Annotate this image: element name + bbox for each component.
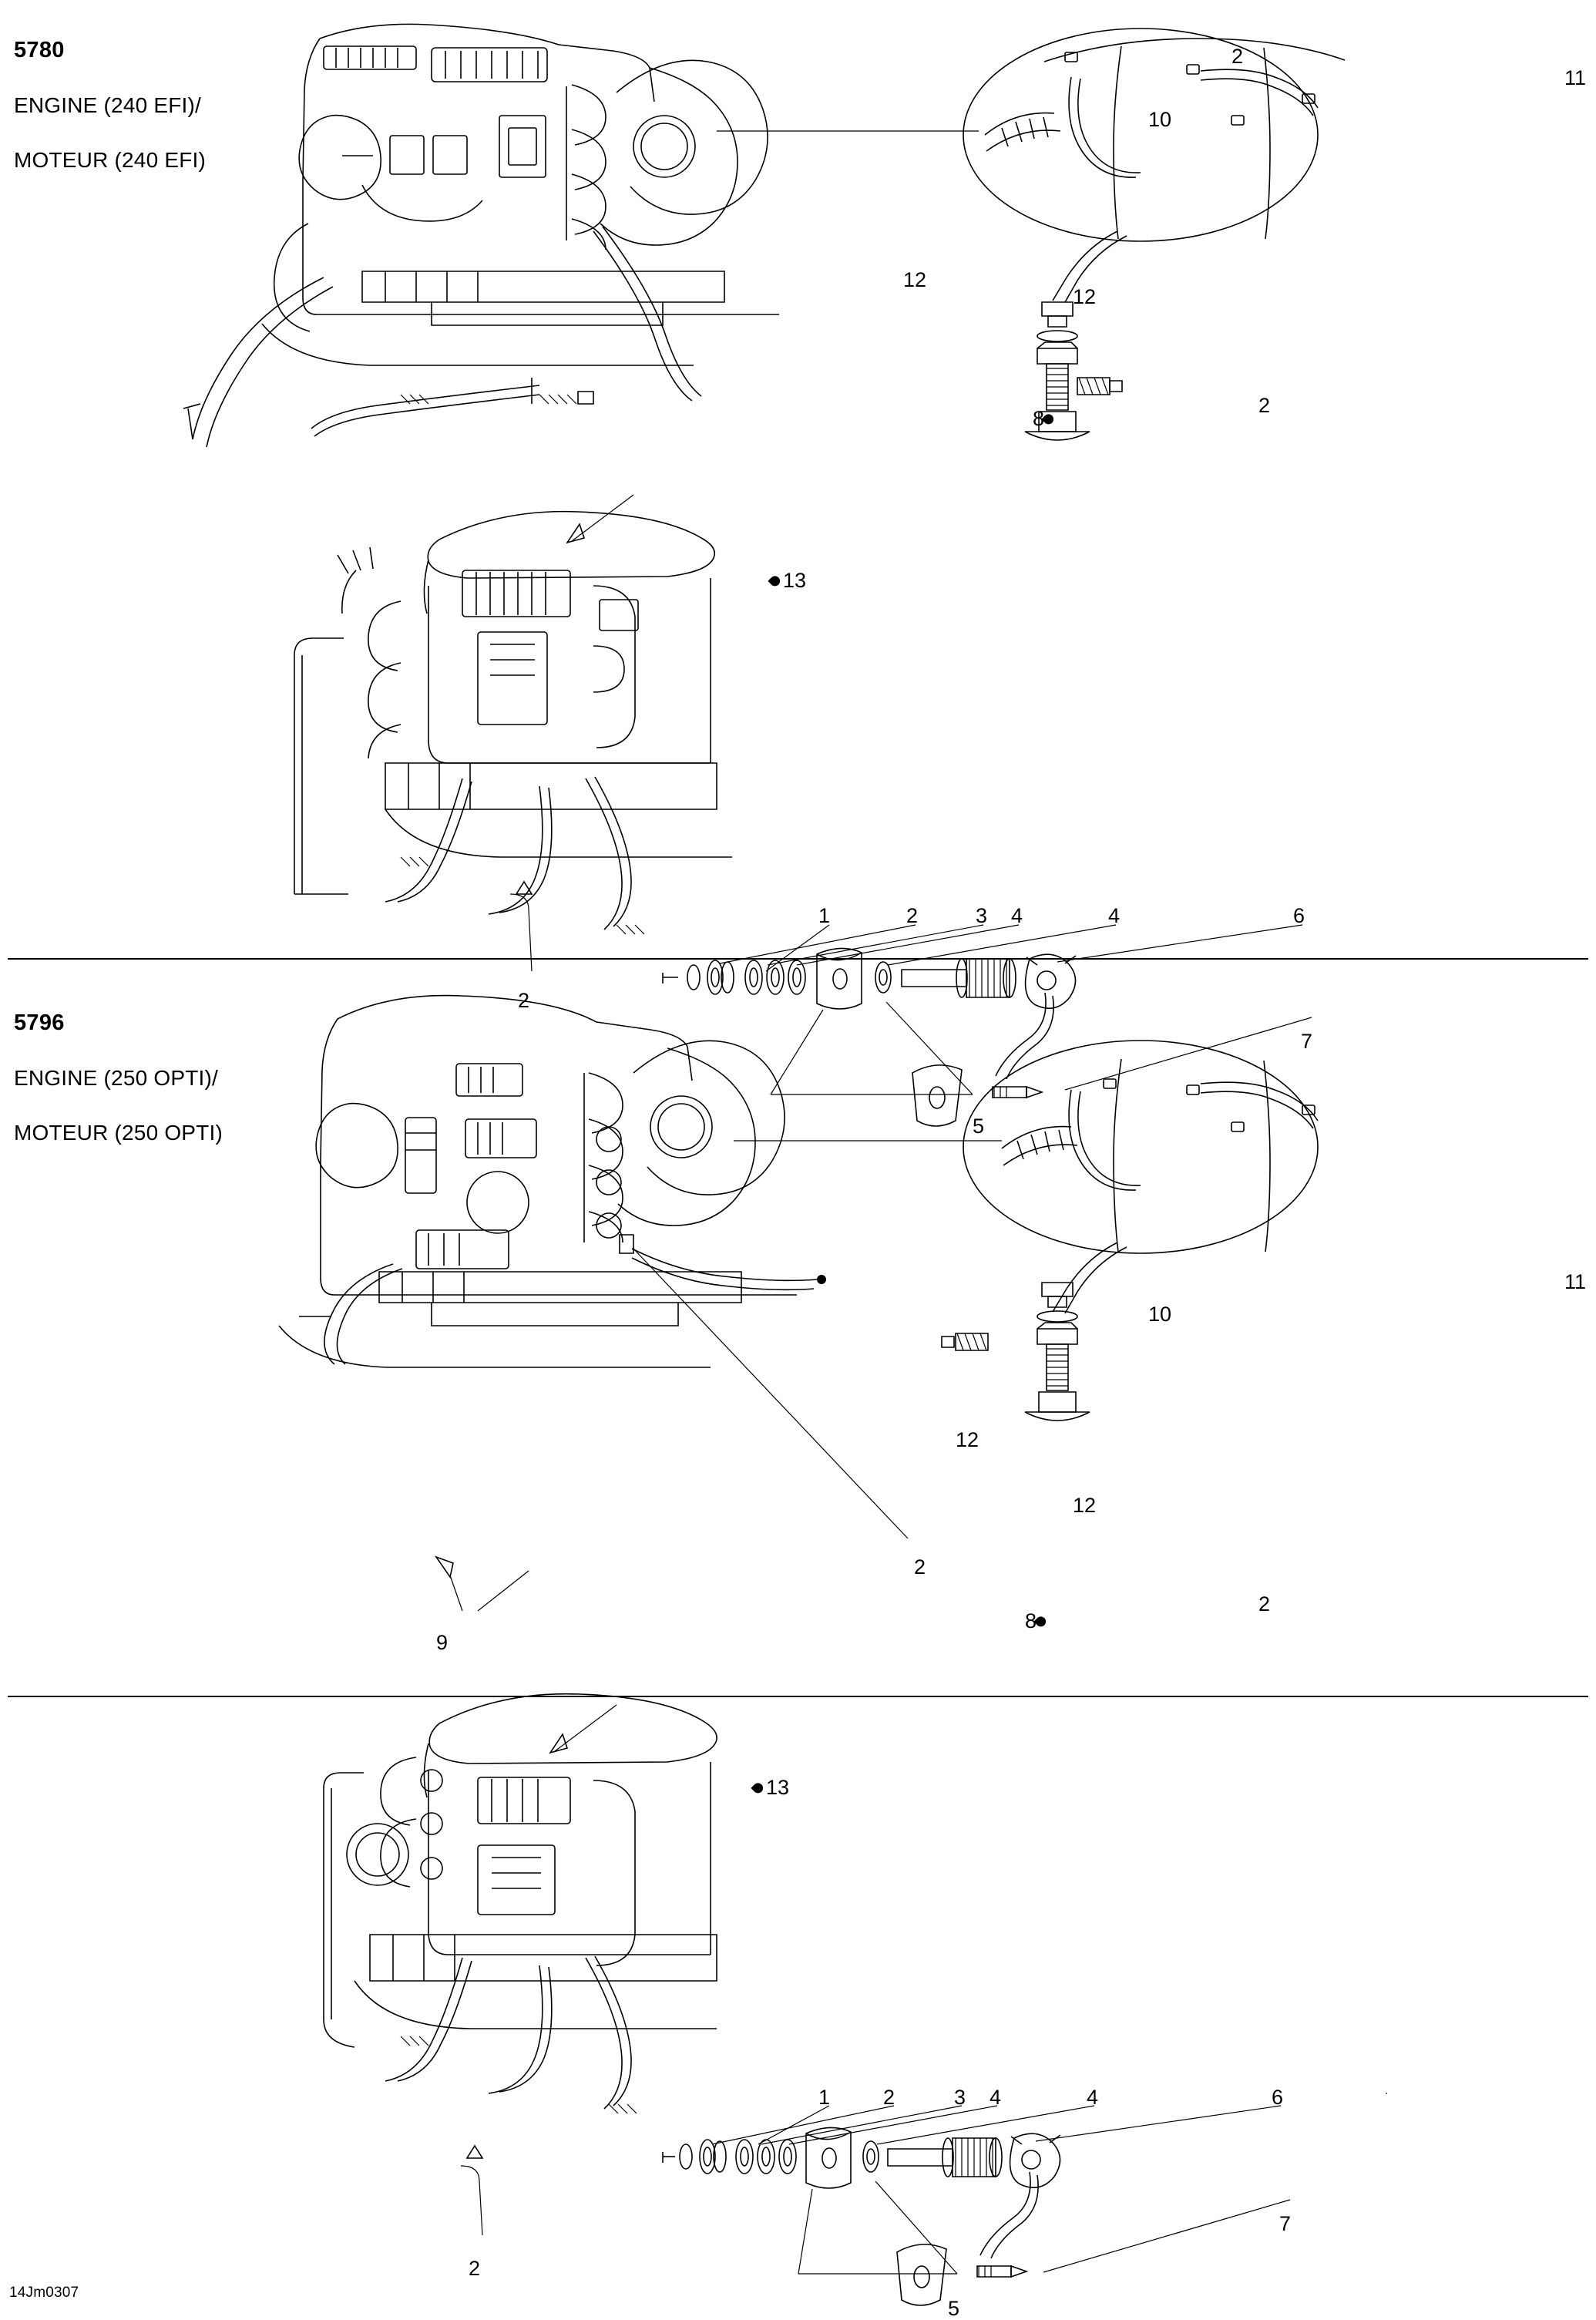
callout-number: 8	[1025, 1611, 1049, 1632]
lubricant-droplet-icon	[754, 1783, 764, 1796]
exploded-driveline-2	[679, 2127, 1061, 2306]
section-heading-5796: 5796 ENGINE (250 OPTI)/ MOTEUR (250 OPTI…	[14, 980, 223, 1174]
callout-number: 11	[1564, 1270, 1587, 1293]
callout-number: 5	[948, 2297, 960, 2320]
figure-engine-250-opti-bottom	[323, 1693, 1387, 2306]
callout-number: 1	[818, 2086, 831, 2109]
callout-label: 13	[766, 1776, 790, 1799]
callout-number: 13	[771, 570, 806, 591]
section-heading-5780: 5780 ENGINE (240 EFI)/ MOTEUR (240 EFI)	[14, 8, 206, 201]
callout-number: 2	[906, 904, 919, 927]
section-title-en: ENGINE (250 OPTI)/	[14, 1065, 218, 1090]
callout-number: 2	[469, 2257, 481, 2280]
callout-label: 8	[1033, 407, 1045, 430]
section-title-en: ENGINE (240 EFI)/	[14, 92, 202, 117]
callout-label: 13	[783, 569, 807, 592]
callout-number: 12	[956, 1428, 979, 1451]
callout-number: 6	[1272, 2086, 1284, 2109]
callout-number: 1	[818, 904, 831, 927]
section-divider-bottom	[8, 1696, 1588, 1697]
callout-number: 4	[990, 2086, 1002, 2109]
callout-number: 3	[976, 904, 988, 927]
section-code: 5780	[14, 37, 65, 62]
callout-number: 4	[1087, 2086, 1099, 2109]
callout-number: 8	[1033, 409, 1057, 429]
document-footer-code: 14Jm0307	[9, 2285, 79, 2301]
exploded-driveline-1	[687, 947, 1077, 1127]
callout-number: 11	[1564, 66, 1587, 89]
callout-number: 2	[518, 989, 530, 1012]
callout-number: 12	[1073, 1494, 1097, 1517]
callout-label: 8	[1025, 1609, 1037, 1632]
callout-number: 2	[914, 1555, 926, 1579]
lubricant-droplet-icon	[1044, 414, 1054, 427]
callout-number: 10	[1148, 1303, 1172, 1326]
callout-number: 2	[1258, 394, 1271, 417]
callout-number: 3	[954, 2086, 966, 2109]
callout-number: 10	[1148, 108, 1172, 131]
figure-engine-240-efi-top	[183, 23, 1346, 448]
callout-number: 5	[973, 1115, 985, 1138]
callout-number: 2	[1231, 45, 1244, 68]
callout-number: 4	[1108, 904, 1121, 927]
callout-number: 7	[1301, 1030, 1313, 1053]
section-divider-top	[8, 958, 1588, 960]
lubricant-droplet-icon	[1037, 1616, 1047, 1629]
callout-number: 2	[1258, 1592, 1271, 1616]
callout-number: 9	[436, 1631, 449, 1654]
callout-number: 2	[883, 2086, 895, 2109]
callout-number: 4	[1011, 904, 1023, 927]
callout-number: 12	[903, 268, 927, 291]
section-code: 5796	[14, 1010, 65, 1035]
callout-number: 12	[1073, 285, 1097, 308]
section-title-fr: MOTEUR (250 OPTI)	[14, 1120, 223, 1145]
callout-number: 7	[1279, 2212, 1292, 2235]
callout-number: 6	[1293, 904, 1305, 927]
callout-number: 13	[754, 1777, 789, 1798]
fitting-stack-bottom	[941, 1282, 1090, 1421]
lubricant-droplet-icon	[771, 576, 781, 589]
section-title-fr: MOTEUR (240 EFI)	[14, 147, 207, 172]
